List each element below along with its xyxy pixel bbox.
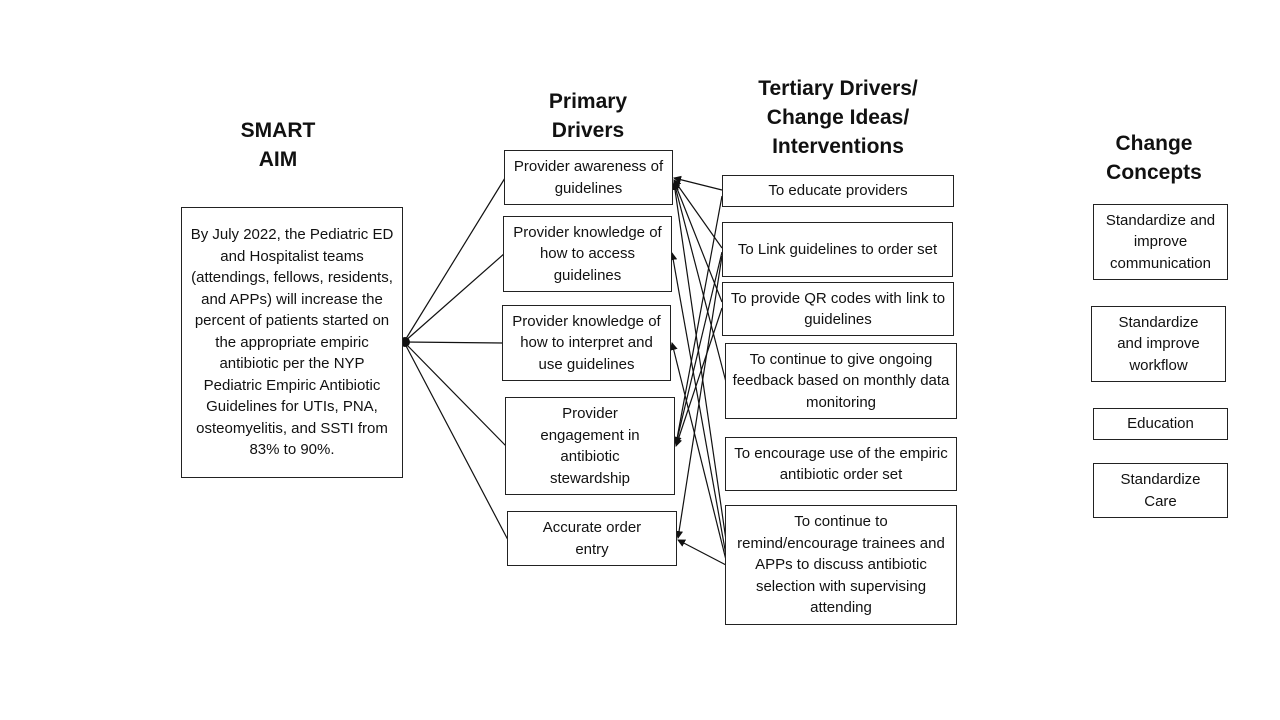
aim-to-driver-2-line [403,252,506,343]
primary-driver-interpret: Provider knowledge of how to interpret a… [502,305,671,381]
link-to-order-entry-line [675,255,723,539]
tertiary-remind-trainees: To continue to remind/encourage trainees… [725,505,957,625]
smart-aim-box: By July 2022, the Pediatric ED and Hospi… [181,207,403,478]
aim-to-driver-3-line [403,341,504,344]
link-to-awareness-line [673,179,723,249]
primary-driver-awareness: Provider awareness of guidelines [504,150,673,205]
remind-to-access-line [669,252,727,556]
aim-to-driver-1-line [403,177,506,343]
qr-to-engagement-line [674,307,723,447]
change-concepts-heading: Change Concepts [1106,132,1202,184]
remind-to-order-entry-line [677,539,727,566]
feedback-to-awareness-line [671,181,727,383]
primary-driver-order-entry: Accurate order entry [507,511,677,566]
remind-to-awareness-line [671,182,727,541]
tertiary-order-set-use: To encourage use of the empiric antibiot… [725,437,957,491]
concept-education: Education [1093,408,1228,440]
primary-driver-access: Provider knowledge of how to access guid… [503,216,672,292]
aim-to-driver-5-line [403,341,509,541]
tertiary-educate-providers: To educate providers [722,175,954,207]
qr-to-awareness-line [672,180,723,303]
primary-driver-engagement: Provider engagement in antibiotic stewar… [505,397,675,495]
tertiary-ongoing-feedback: To continue to give ongoing feedback bas… [725,343,957,419]
concept-standardize-care: Standardize Care [1093,463,1228,518]
smart-aim-heading: SMART AIM [240,119,316,171]
aim-to-driver-4-line [403,341,507,447]
concept-workflow: Standardize and improve workflow [1091,306,1226,382]
tertiary-qr-codes: To provide QR codes with link to guideli… [722,282,954,336]
educate-to-awareness-line [673,175,723,191]
remind-to-interpret-line [669,342,727,561]
primary-drivers-heading: Primary Drivers [548,90,628,142]
tertiary-link-guidelines: To Link guidelines to order set [722,222,953,277]
educate-to-engagement-line [673,195,723,445]
tertiary-drivers-heading: Tertiary Drivers/ Change Ideas/ Interven… [758,77,918,158]
concept-communication: Standardize and improve communication [1093,204,1228,280]
link-to-engagement-line [673,251,723,445]
